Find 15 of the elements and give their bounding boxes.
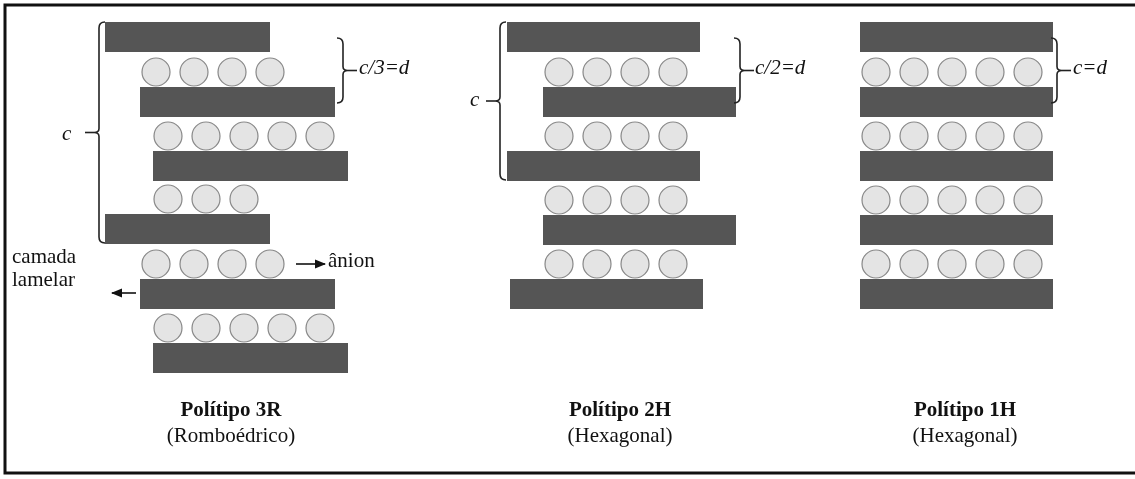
panel-title: Polítipo 3R (180, 398, 282, 422)
panel-title: Polítipo 1H (913, 398, 1017, 422)
dimension-label: c (62, 122, 72, 146)
dimension-label: c/3=d (359, 56, 410, 80)
leader-line (110, 288, 137, 298)
callout-label: ânion (328, 249, 408, 273)
dimension-label: c/2=d (755, 56, 806, 80)
panel-subtitle: (Romboédrico) (166, 424, 296, 448)
panel-subtitle: (Hexagonal) (912, 424, 1018, 448)
panel-subtitle: (Hexagonal) (567, 424, 673, 448)
panel-title: Polítipo 2H (568, 398, 672, 422)
leader-line (295, 259, 327, 269)
dimension-label: c (470, 88, 480, 112)
callout-label: camada lamelar (12, 245, 102, 292)
dimension-label: c=d (1073, 56, 1107, 80)
